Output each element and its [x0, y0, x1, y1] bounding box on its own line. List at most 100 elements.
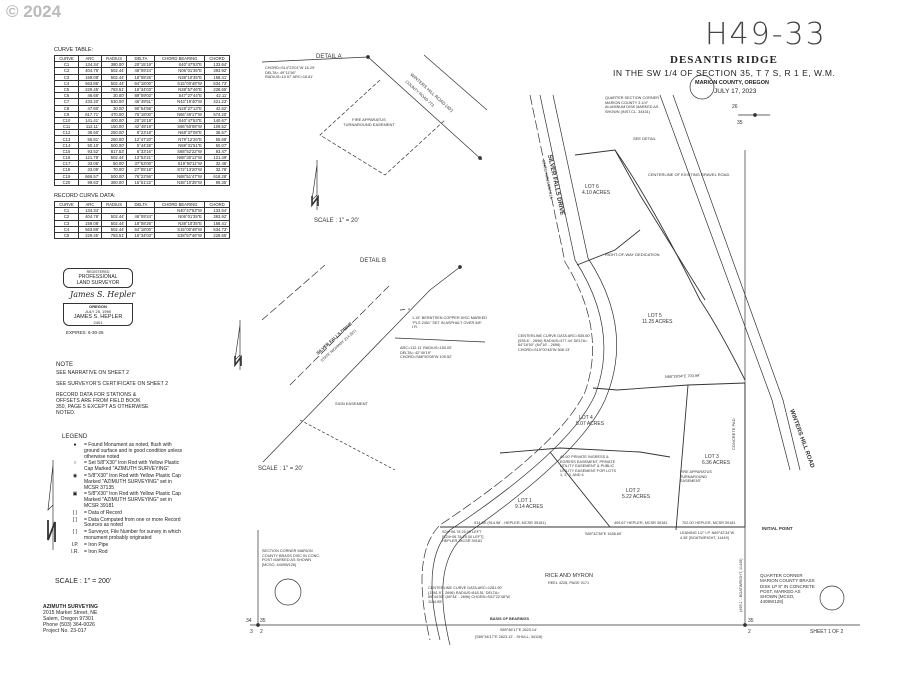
plat-date: JULY 17, 2023 [714, 88, 757, 95]
lot-3-area: 6.36 ACRES [702, 460, 731, 466]
lot-4-area: 5.07 ACRES [576, 421, 605, 427]
company-project: Project No. 23-017 [43, 628, 87, 634]
north-arrow-icon [311, 160, 319, 210]
detail-a-drawing [261, 54, 488, 176]
surveyor-signature: James S. Hepler [70, 290, 136, 299]
table-cell: C5 [53, 231, 80, 240]
stamp-line3: LAND SURVEYOR [76, 280, 120, 286]
detail-a-easement: FIRE APPARATUS TURNAROUND EASEMENT [343, 117, 395, 127]
note-item: SEE NARRATIVE ON SHEET 2 [56, 370, 130, 376]
basis-of-bearings: S89°46'17"E 2623.14' [500, 628, 537, 632]
plat-title: DESANTIS RIDGE [670, 54, 778, 66]
legend-text: = Iron Rod [84, 548, 108, 555]
section-corner-east: QUARTER CORNER MARION COUNTY BRASS DISK … [760, 573, 815, 605]
stamp-name: JAMES S. HEPLER [73, 314, 123, 320]
initial-point-label: INITIAL POINT [762, 526, 793, 531]
fire-easement-label: FIRE APPARATUS TURNAROUND EASEMENT [680, 470, 712, 483]
see-detail-label: SEE DETAIL [633, 136, 657, 141]
legend-symbol: ◉ [72, 472, 78, 479]
company-phone: Phone (503) 364-0026 [43, 622, 96, 628]
east-line-label: (495.1' - BOATWRIGHT, 11449) [739, 558, 743, 612]
legend-heading: LEGEND [62, 434, 88, 440]
centerline-curve-top: CENTERLINE CURVE DATA ARC=535.60' (535.6… [518, 334, 591, 352]
sheet-number: SHEET 1 OF 2 [810, 629, 843, 635]
detail-a-curve-data: CHORD=S14°23'01"W 16.29' DELTA= 49°11'56… [265, 66, 315, 79]
legend-symbol: ▣ [72, 491, 78, 498]
note-item: SEE SURVEYOR'S CERTIFICATE ON SHEET 2 [56, 381, 169, 387]
legend-item: I.P. = Iron Pipe [66, 541, 184, 549]
detail-b-sign-easement: SIGN EASEMENT [335, 401, 368, 406]
section-number: 26 [732, 104, 738, 110]
lot-2-area: 5.22 ACRES [622, 494, 651, 500]
legend-item: ( ) = Data of Record [66, 509, 184, 517]
stamp-number: 2401 [93, 320, 103, 325]
quarter-section-corner-label: QUARTER SECTION CORNER MARION COUNTY 3 1… [605, 96, 659, 114]
legend-text: = Iron Pipe [84, 541, 109, 548]
lot-4-name: LOT 4 [579, 415, 593, 421]
legend-text: = Data of Record [84, 509, 122, 516]
detail-a-scale: SCALE : 1" = 20' [314, 218, 359, 224]
curve-table-title: CURVE TABLE: [54, 47, 94, 53]
section-number: 35 [748, 618, 754, 624]
legend-item: ▣= 5/8"X30" Iron Rod with Yellow Plastic… [66, 491, 184, 509]
record-curve-table-title: RECORD CURVE DATA: [54, 193, 116, 199]
table-cell: 229.45' [78, 231, 102, 240]
table-cell: 228.65' [203, 231, 231, 240]
lot-3-name: LOT 3 [705, 454, 719, 460]
legend-symbol: I.P. [71, 541, 79, 548]
south-line-lot2: 409.67' HEPLER, MCSR 39181 [614, 521, 668, 525]
lot-lines [440, 149, 746, 531]
stamp-state: OREGON [89, 304, 107, 309]
concrete-pad-label: CONCRETE PAD [731, 418, 736, 450]
easement-note: 40.00' PRIVATE INGRESS & EGRESS EASEMENT… [560, 455, 616, 477]
note-heading: NOTE [56, 362, 74, 368]
row-dedication-label: RIGHT-OF-WAY DEDICATION [605, 252, 660, 257]
legend-text: = Data Computed from one or more Record … [84, 516, 181, 529]
legend-scale: SCALE : 1" = 200' [55, 578, 112, 585]
lot-1-area: 9.14 ACRES [515, 504, 544, 510]
table-cell: 99.63' [78, 178, 102, 186]
stamp-expires: EXPIRES: 6-30-25 [66, 330, 104, 335]
section-number: 2 [748, 629, 751, 635]
section-lines [250, 74, 860, 627]
company-city: Salem, Oregon 97301 [43, 616, 94, 622]
legend-text: = Found Monument as noted, flush with gr… [84, 442, 183, 460]
section-number: 2 [260, 629, 263, 635]
legend-list: ● = Found Monument as noted, flush with g… [66, 442, 184, 556]
detail-b-label: DETAIL B [360, 258, 386, 264]
legend-symbol: ● [73, 442, 77, 448]
basis-of-bearings-record: (S89°46'17"E 2623.12' - SHULL, 34118) [475, 635, 543, 639]
south-bearing: S89°42'38"E 1636.60' [585, 532, 622, 536]
copyright-watermark: © 2024 [6, 2, 62, 21]
station-label: S24+06.78 25.00 LEFT [S24+06.78 25.00 LE… [442, 530, 484, 543]
rice-myron-reel: REEL 4228, PAGE 0171 [548, 581, 589, 585]
stamp-line2: PROFESSIONAL [78, 274, 118, 280]
silver-falls-drive [421, 94, 618, 646]
legend-text: = Surveyor, File Number for survey in wh… [84, 529, 181, 541]
handwritten-file-number: H49-33 [705, 17, 827, 52]
detail-b-scale: SCALE : 1" = 20' [258, 466, 303, 472]
legend-item: ○= Set 5/8"X30" Iron Rod with Yellow Pla… [66, 461, 184, 473]
section-number: 35 [260, 618, 266, 624]
legend-text: = Set 5/8"X30" Iron Rod with Yellow Plas… [84, 460, 180, 473]
legend-item: ● = Found Monument as noted, flush with g… [66, 442, 184, 460]
lot-5-name: LOT 5 [648, 313, 662, 319]
legend-symbol: I.R. [71, 548, 79, 555]
note-item: RECORD DATA FOR STATIONS & OFFSETS ARE F… [56, 392, 149, 416]
detail-b-curve-data: ARC=112.11' RADIUS=150.00' DELTA= 42°49'… [400, 346, 452, 359]
basis-of-bearings-label: BASIS OF BEARINGS [490, 617, 529, 621]
section-number: 34 [246, 618, 252, 624]
lot-5-area: 11.25 ACRES [642, 319, 673, 325]
stamp-line1: REGISTERED [86, 270, 110, 274]
lot-6-area: 4.10 ACRES [582, 190, 611, 196]
legend-symbol: ( ) [72, 509, 78, 516]
legend-symbol: [ ] [72, 516, 78, 523]
plat-subtitle: IN THE SW 1/4 OF SECTION 35, T 7 S, R 1 … [613, 68, 836, 78]
